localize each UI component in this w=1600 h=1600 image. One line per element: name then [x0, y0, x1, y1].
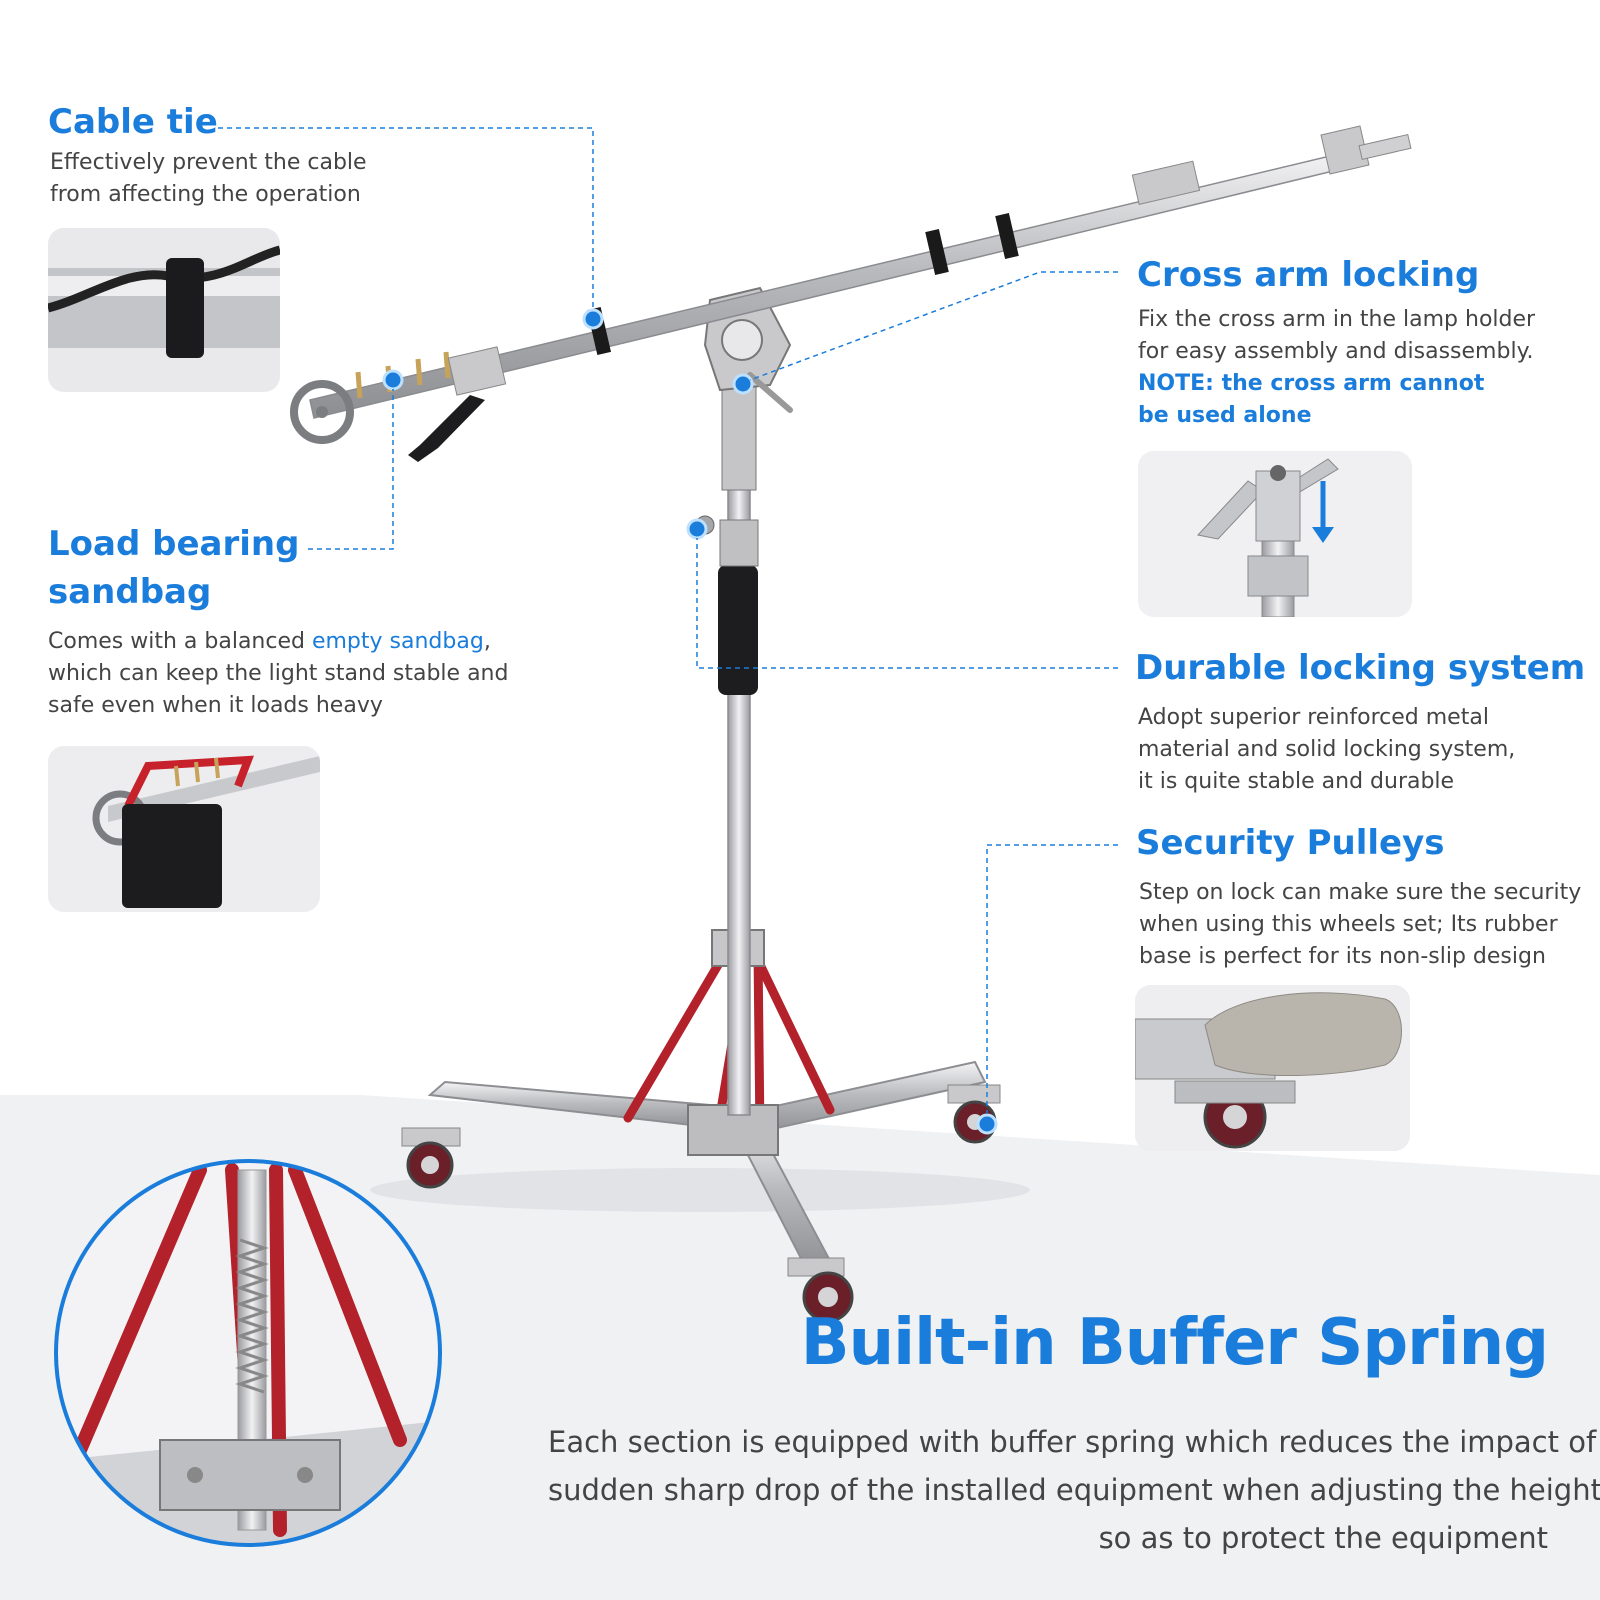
cable-tie-description: Effectively prevent the cable from affec…: [50, 147, 367, 211]
sandbag-thumbnail: [48, 746, 320, 912]
buffer-spring-title: Built-in Buffer Spring: [800, 1306, 1549, 1380]
base-legs: [427, 1060, 987, 1274]
pulleys-desc-line: base is perfect for its non-slip design: [1139, 944, 1546, 969]
cable-tie-title: Cable tie: [48, 102, 218, 142]
caster-front: [787, 1257, 854, 1323]
boom-cable-tie-3: [995, 212, 1019, 260]
spring-desc-line: Each section is equipped with buffer spr…: [548, 1425, 1600, 1459]
security-pulleys-title: Security Pulleys: [1136, 823, 1445, 863]
cross-arm-desc-line: Fix the cross arm in the lamp holder: [1138, 307, 1536, 332]
hand-wheel: [290, 380, 354, 444]
cross-arm-title: Cross arm locking: [1137, 255, 1480, 295]
pulleys-desc-line: Step on lock can make sure the security: [1139, 880, 1582, 905]
sandbag-desc-line: which can keep the light stand stable an…: [48, 661, 509, 686]
boom-cable-tie-2: [925, 228, 949, 276]
sandbag-title: Load bearing sandbag: [48, 520, 299, 616]
buffer-spring: [235, 1238, 269, 1394]
sandbag-description: Comes with a balanced empty sandbag, whi…: [48, 626, 508, 722]
sandbag-title-line: Load bearing: [48, 524, 300, 564]
collar-middle: [719, 519, 759, 567]
pulleys-desc-line: when using this wheels set; Its rubber: [1139, 912, 1558, 937]
locking-desc-line: Adopt superior reinforced metal: [1138, 705, 1489, 730]
locking-system-title: Durable locking system: [1135, 648, 1586, 688]
caster-left: [401, 1127, 461, 1189]
cross-arm-note-line: NOTE: the cross arm cannot: [1138, 371, 1485, 396]
cable-tie-thumbnail: [48, 228, 280, 392]
cross-arm-description: Fix the cross arm in the lamp holder for…: [1138, 304, 1535, 432]
cross-arm-note-line: be used alone: [1138, 403, 1312, 428]
foam-grip: [718, 565, 758, 695]
security-pulleys-description: Step on lock can make sure the security …: [1139, 877, 1581, 973]
sandbag-desc-suffix: ,: [483, 629, 491, 654]
locking-desc-line: material and solid locking system,: [1138, 737, 1516, 762]
sandbag-desc-line: safe even when it loads heavy: [48, 693, 383, 718]
security-pulleys-thumbnail: [1135, 985, 1410, 1151]
sandbag-title-line: sandbag: [48, 572, 212, 612]
buffer-spring-description: Each section is equipped with buffer spr…: [548, 1418, 1600, 1562]
cable-tie-desc-line: from affecting the operation: [50, 182, 361, 207]
locking-system-description: Adopt superior reinforced metal material…: [1138, 702, 1515, 798]
sandbag-desc-line: Comes with a balanced empty sandbag,: [48, 626, 508, 658]
spring-desc-line: sudden sharp drop of the installed equip…: [548, 1473, 1600, 1507]
leader-lines: [218, 127, 1118, 1114]
empty-sandbag-highlight: empty sandbag: [311, 629, 484, 654]
cross-arm-thumbnail: [1138, 451, 1412, 617]
spring-desc-line: so as to protect the equipment: [1098, 1521, 1548, 1555]
locking-desc-line: it is quite stable and durable: [1138, 769, 1455, 794]
cross-arm-desc-line: for easy assembly and disassembly.: [1138, 339, 1534, 364]
cable-tie-desc-line: Effectively prevent the cable: [50, 150, 367, 175]
collar-upper: [721, 379, 757, 491]
boom-handle: [408, 395, 485, 462]
sandbag-desc-prefix: Comes with a balanced: [48, 629, 312, 654]
